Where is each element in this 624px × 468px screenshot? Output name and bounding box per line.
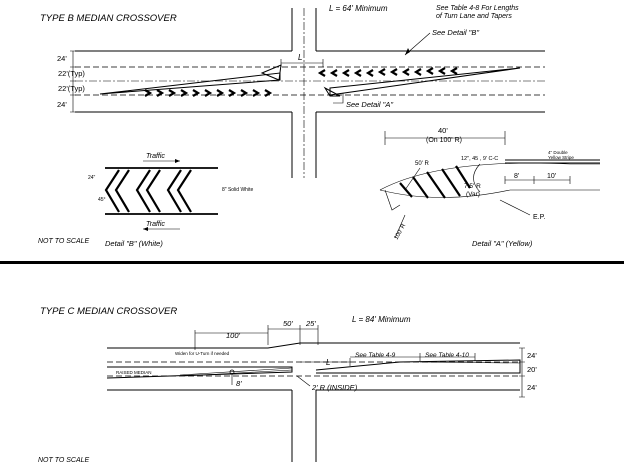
type-b-l-minimum: L = 64' Minimum <box>329 4 388 13</box>
detail-a-double-yellow-2: Yellow Stripe <box>548 155 574 160</box>
detail-a-40ft: 40' <box>438 126 448 135</box>
type-b-l-label: L <box>298 53 302 62</box>
chevrons-east-turn-lane <box>317 67 458 77</box>
median-nose-east <box>323 86 341 97</box>
type-b-title: TYPE B MEDIAN CROSSOVER <box>40 13 177 24</box>
type-c-100ft: 100' <box>226 331 241 340</box>
detail-a-stripes <box>399 165 471 199</box>
type-c-lane-24-bot: 24' <box>527 383 537 392</box>
detail-a-8ft: 8' <box>514 173 519 180</box>
median-island-east <box>329 67 521 96</box>
lane-22-top-label: 22'(Typ) <box>58 69 85 78</box>
detail-a-caption: Detail "A" (Yellow) <box>472 239 533 248</box>
chevrons-west-turn-lane <box>144 89 273 97</box>
type-c-not-to-scale: NOT TO SCALE <box>38 457 90 464</box>
detail-a: 40' (On 100' R) 50' R 12", 45 , 9' C-C 4… <box>379 126 600 248</box>
type-b-lane-dimensions: 24' 22'(Typ) 22'(Typ) 24' <box>57 50 85 113</box>
type-c-25ft: 25' <box>305 319 316 328</box>
lane-24-bot-label: 24' <box>57 100 67 109</box>
detail-a-double-yellow <box>505 159 600 164</box>
type-c-lane-24-top: 24' <box>527 351 537 360</box>
type-b-not-to-scale: NOT TO SCALE <box>38 238 90 245</box>
section-divider <box>0 261 624 264</box>
detail-b-solid-white: 8" Solid White <box>222 187 253 193</box>
detail-a-lower-curve <box>379 189 600 198</box>
detail-a-var-r-1: 7.5' R <box>464 183 481 190</box>
lane-24-top-label: 24' <box>57 54 67 63</box>
detail-b-traffic-top: Traffic <box>146 153 165 160</box>
type-c-title: TYPE C MEDIAN CROSSOVER <box>40 306 177 317</box>
lane-22-bot-label: 22'(Typ) <box>58 84 85 93</box>
type-b-section: TYPE B MEDIAN CROSSOVER L = 64' Minimum … <box>38 4 600 248</box>
detail-a-leader <box>333 93 344 104</box>
detail-a-double-yellow-1: 4" Double <box>548 150 568 155</box>
type-b-detail-b-callout: See Detail "B" <box>432 28 479 37</box>
type-c-lane-dimensions: 24' 20' 24' <box>519 347 537 398</box>
type-b-table-note-1: See Table 4-8 For Lengths <box>436 5 519 12</box>
type-c-lane-20: 20' <box>527 365 537 374</box>
detail-a-upper-curve <box>379 162 600 191</box>
detail-b-traffic-bot: Traffic <box>146 221 165 228</box>
detail-a-nose <box>473 163 481 193</box>
type-b-table-note-2: of Turn Lane and Tapers <box>436 13 512 20</box>
type-c-section: TYPE C MEDIAN CROSSOVER L = 84' Minimum … <box>38 306 537 464</box>
cross-street-south <box>291 112 317 178</box>
type-c-cross-street <box>291 390 317 462</box>
type-c-8ft: 8' <box>236 379 242 388</box>
cross-street-north <box>291 8 317 51</box>
type-c-table-410: See Table 4-10 <box>425 352 469 359</box>
detail-a-50r: 50' R <box>415 161 429 167</box>
type-b-detail-a-callout: See Detail "A" <box>346 100 393 109</box>
type-c-table-49: See Table 4-9 <box>355 352 396 359</box>
type-c-50ft: 50' <box>283 319 293 328</box>
type-c-l-label: L <box>326 358 330 367</box>
raised-median-label: RAISED MEDIAN <box>116 370 152 375</box>
detail-b-caption: Detail "B" (White) <box>105 239 163 248</box>
median-island-west <box>99 72 281 95</box>
detail-a-10ft: 10' <box>547 173 556 180</box>
detail-a-100r: 100' R <box>394 223 408 241</box>
l-dimension-line <box>280 59 324 67</box>
median-nose-west <box>260 64 282 81</box>
type-c-radius-inside: 2' R (INSIDE) <box>311 383 358 392</box>
detail-a-ep: E.P. <box>533 214 545 221</box>
type-c-widen-note: Widen for U-Turn if needed <box>175 351 230 356</box>
type-c-l-minimum: L = 84' Minimum <box>352 315 411 324</box>
detail-b: Traffic 24" 45° 8" Solid White Traffic D… <box>88 153 253 248</box>
type-b-roadway <box>75 8 545 178</box>
detail-b-24in: 24" <box>88 175 96 181</box>
type-c-top-edge <box>107 342 520 349</box>
detail-a-var-r-2: (Var) <box>466 191 480 198</box>
detail-a-stripes-label: 12", 45 , 9' C-C <box>461 156 498 162</box>
detail-a-on-radius: (On 100' R) <box>426 137 462 144</box>
detail-b-45deg: 45° <box>98 197 106 203</box>
